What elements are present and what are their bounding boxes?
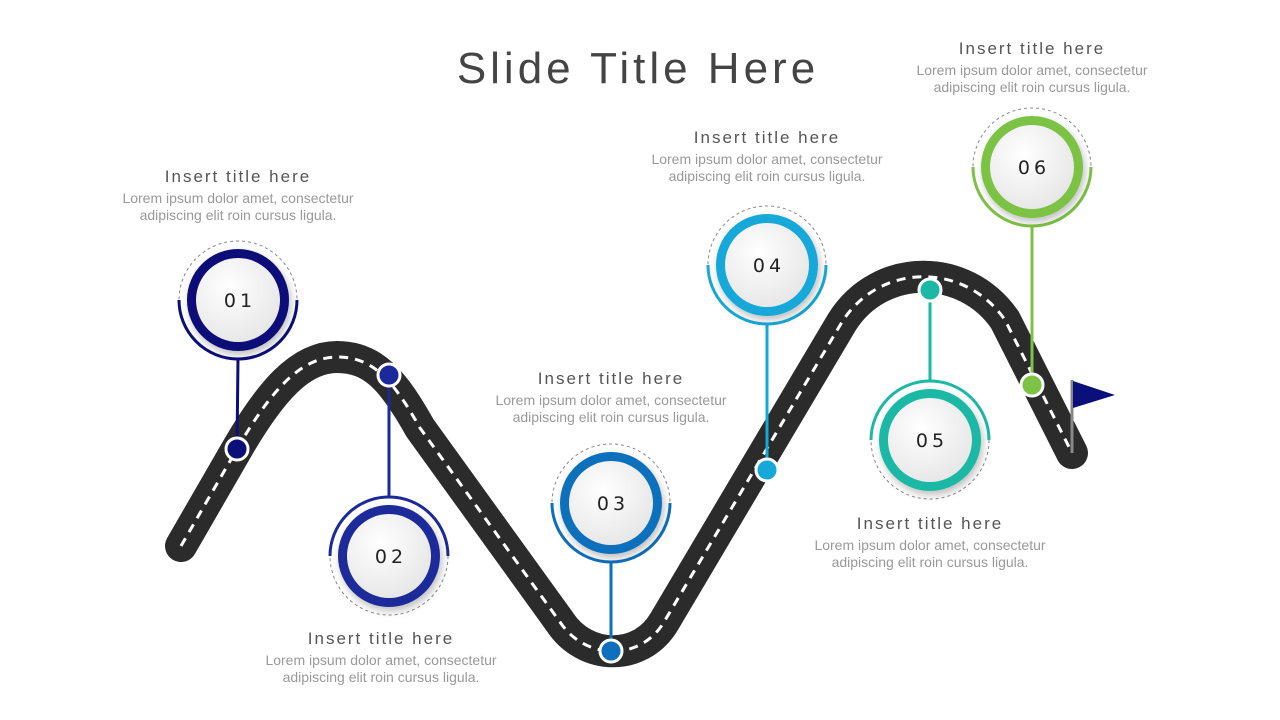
step-03: 03 [550, 443, 672, 664]
step-02: 02 [328, 362, 450, 616]
step-body-line: Lorem ipsum dolor amet, consectetur [122, 190, 354, 206]
step-number: 06 [1018, 157, 1050, 179]
step-body-line: Lorem ipsum dolor amet, consectetur [651, 151, 883, 167]
step-body-line: Lorem ipsum dolor amet, consectetur [916, 62, 1148, 78]
step-number: 05 [916, 430, 948, 452]
step-body-line: adipiscing elit roin cursus ligula. [668, 168, 866, 184]
step-06: 06 [971, 107, 1093, 398]
step-body-line: adipiscing elit roin cursus ligula. [282, 669, 480, 685]
step-05: 05 [869, 277, 991, 500]
road-marker [224, 436, 250, 462]
slide-title: Slide Title Here [0, 44, 1280, 94]
accent-arc [177, 299, 299, 361]
step-04: 04 [706, 205, 828, 483]
accent-arc [971, 166, 1093, 228]
step-body-line: Lorem ipsum dolor amet, consectetur [265, 652, 497, 668]
step-badge [888, 398, 972, 482]
step-01: 01 [177, 240, 299, 462]
step-body-line: adipiscing elit roin cursus ligula. [831, 554, 1029, 570]
accent-arc [550, 502, 672, 564]
step-title: Insert title here [537, 369, 685, 388]
step-body-line: adipiscing elit roin cursus ligula. [933, 79, 1131, 95]
accent-arc [869, 379, 991, 441]
slide-title-text: Slide Title Here [456, 44, 820, 93]
step-label-05: Insert title here Lorem ipsum dolor amet… [780, 513, 1080, 571]
step-title: Insert title here [856, 514, 1004, 533]
road-marker [598, 638, 624, 664]
step-number: 01 [224, 290, 256, 312]
step-body-line: adipiscing elit roin cursus ligula. [139, 207, 337, 223]
step-badge [347, 514, 431, 598]
step-title: Insert title here [164, 167, 312, 186]
step-body-line: Lorem ipsum dolor amet, consectetur [814, 537, 1046, 553]
road-marker [754, 457, 780, 483]
step-number: 04 [753, 255, 785, 277]
connector-line [235, 357, 240, 450]
accent-arc [328, 495, 450, 557]
step-badge [990, 125, 1074, 209]
step-badge [196, 258, 280, 342]
step-title: Insert title here [307, 629, 455, 648]
step-number: 03 [597, 493, 629, 515]
step-label-06: Insert title here Lorem ipsum dolor amet… [882, 38, 1182, 96]
finish-flag-icon [1070, 380, 1115, 453]
step-title: Insert title here [693, 128, 841, 147]
step-badge [725, 223, 809, 307]
step-label-01: Insert title here Lorem ipsum dolor amet… [88, 166, 388, 224]
step-label-03: Insert title here Lorem ipsum dolor amet… [461, 368, 761, 426]
road-marker [1019, 372, 1045, 398]
step-body-line: adipiscing elit roin cursus ligula. [512, 409, 710, 425]
road-marker [917, 277, 943, 303]
road [165, 260, 1088, 668]
step-badge [569, 461, 653, 545]
step-label-04: Insert title here Lorem ipsum dolor amet… [617, 127, 917, 185]
accent-arc [706, 264, 828, 326]
step-body-line: Lorem ipsum dolor amet, consectetur [495, 392, 727, 408]
road-marker [376, 362, 402, 388]
step-number: 02 [375, 546, 407, 568]
step-title: Insert title here [958, 39, 1106, 58]
step-label-02: Insert title here Lorem ipsum dolor amet… [231, 628, 531, 686]
